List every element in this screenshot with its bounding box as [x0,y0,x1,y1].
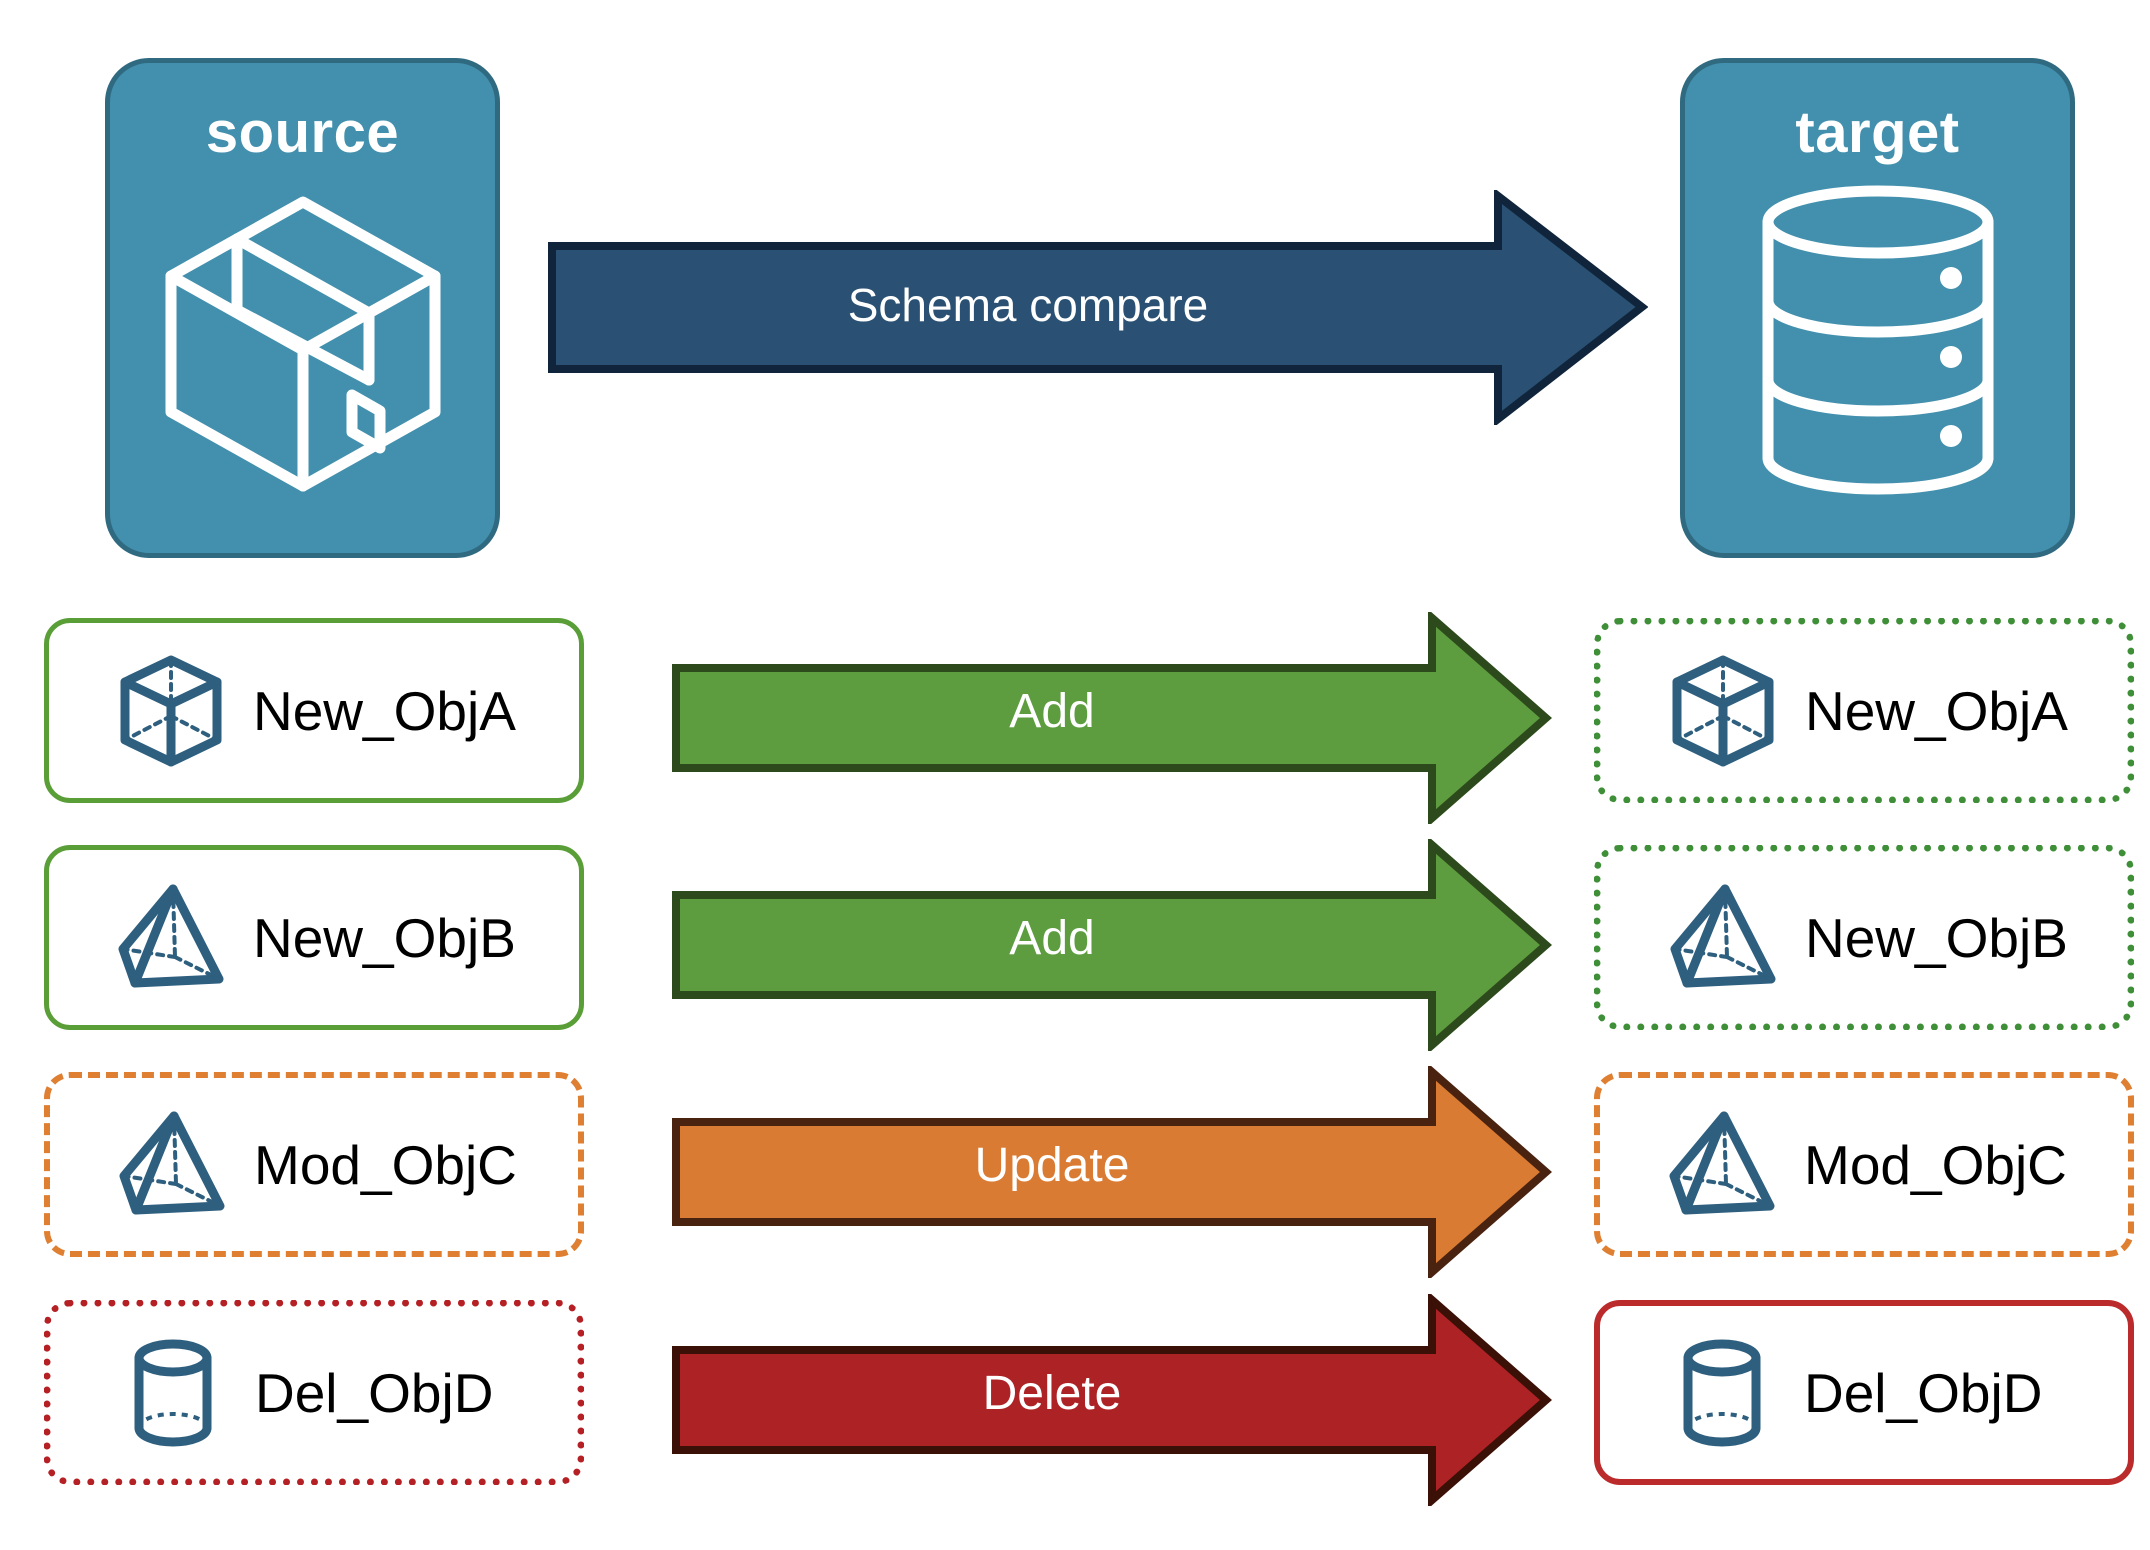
pyramid-wireframe-icon [1669,879,1777,997]
source-object-card[interactable]: Del_ObjD [44,1300,584,1485]
target-object-card[interactable]: Del_ObjD [1594,1300,2134,1485]
update-action-arrow[interactable]: Update [672,1063,1553,1281]
source-endpoint-panel[interactable]: source [105,58,500,558]
target-object-card[interactable]: Mod_ObjC [1594,1072,2134,1257]
pyramid-wireframe-icon [117,879,225,997]
cylinder-wireframe-icon [119,1334,227,1452]
target-object-card[interactable]: New_ObjB [1594,845,2134,1030]
change-row: Mod_ObjC Update Mod_ObjC [0,1063,2150,1281]
delete-action-arrow[interactable]: Delete [672,1291,1553,1509]
source-object-card[interactable]: New_ObjB [44,845,584,1030]
cube-wireframe-icon [117,652,225,770]
source-object-label: Mod_ObjC [254,1133,517,1196]
cylinder-wireframe-icon [1668,1334,1776,1452]
pyramid-wireframe-icon [118,1106,226,1224]
target-title: target [1795,100,1960,165]
target-object-label: Mod_ObjC [1804,1133,2067,1196]
add-action-arrow[interactable]: Add [672,836,1553,1054]
source-object-label: New_ObjB [253,906,516,969]
target-object-label: New_ObjB [1805,906,2068,969]
target-object-label: Del_ObjD [1804,1361,2043,1424]
source-object-label: Del_ObjD [255,1361,494,1424]
change-row: New_ObjB Add New_ObjB [0,836,2150,1054]
source-title: source [205,100,400,165]
source-object-card[interactable]: Mod_ObjC [44,1072,584,1257]
target-object-label: New_ObjA [1805,679,2068,742]
package-box-icon [153,180,453,505]
change-row: Del_ObjD Delete Del_ObjD [0,1291,2150,1509]
target-object-card[interactable]: New_ObjA [1594,618,2134,803]
source-object-label: New_ObjA [253,679,516,742]
schema-compare-arrow[interactable]: Schema compare [548,187,1649,428]
database-cylinder-icon [1748,180,2008,505]
add-action-arrow[interactable]: Add [672,609,1553,827]
source-object-card[interactable]: New_ObjA [44,618,584,803]
target-endpoint-panel[interactable]: target [1680,58,2075,558]
change-row: New_ObjA Add New_ObjA [0,609,2150,827]
cube-wireframe-icon [1669,652,1777,770]
pyramid-wireframe-icon [1668,1106,1776,1224]
